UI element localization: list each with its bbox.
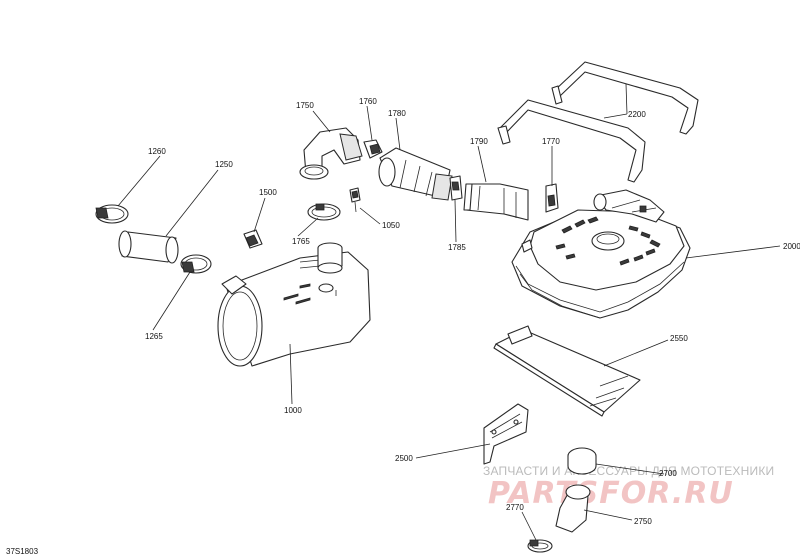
callout-2500: 2500 — [395, 454, 413, 463]
part-1750-elbow-hose — [299, 127, 363, 180]
callout-2770: 2770 — [506, 503, 524, 512]
part-2770-clamp — [527, 539, 553, 553]
callout-1500: 1500 — [259, 188, 277, 197]
part-1765-clamp — [307, 203, 341, 221]
callout-1000: 1000 — [284, 406, 302, 415]
part-1050-fitting — [349, 187, 361, 213]
callout-1750: 1750 — [296, 101, 314, 110]
diagram-code: 37S1803 — [6, 547, 39, 556]
part-2750-boot — [555, 484, 591, 533]
part-1760-clamp — [363, 139, 383, 159]
callout-2200: 2200 — [628, 110, 646, 119]
callout-1050: 1050 — [382, 221, 400, 230]
part-1785-clamp — [449, 175, 463, 201]
watermark-tagline: ЗАПЧАСТИ И АКСЕССУАРЫ ДЛЯ МОТОТЕХНИКИ — [483, 464, 774, 478]
part-2200-straps — [497, 61, 699, 183]
part-1000-muffler — [217, 242, 371, 367]
callout-2000: 2000 — [783, 242, 800, 251]
callout-1260: 1260 — [148, 147, 166, 156]
callout-1765: 1765 — [292, 237, 310, 246]
part-1250-coupler — [118, 230, 179, 264]
part-1265-clamp — [180, 254, 212, 274]
callout-2700: 2700 — [659, 469, 677, 478]
callout-1785: 1785 — [448, 243, 466, 252]
part-1260-clamp — [95, 204, 129, 224]
part-1780-hose — [378, 147, 453, 201]
callout-1760: 1760 — [359, 97, 377, 106]
watermark-logo: PARTSFOR.RU — [488, 476, 734, 511]
part-1500-sensor — [243, 229, 263, 249]
part-2700-ring — [567, 447, 597, 475]
callout-1265: 1265 — [145, 332, 163, 341]
callout-1250: 1250 — [215, 160, 233, 169]
part-2500-bracket — [483, 403, 529, 465]
callout-1770: 1770 — [542, 137, 560, 146]
callout-1780: 1780 — [388, 109, 406, 118]
callout-2750: 2750 — [634, 517, 652, 526]
part-1770-clamp — [545, 183, 559, 213]
part-2000-airbox — [511, 189, 691, 319]
part-1790-duct — [463, 183, 529, 221]
callout-2550: 2550 — [670, 334, 688, 343]
callout-1790: 1790 — [470, 137, 488, 146]
leader-lines — [117, 83, 781, 541]
callout-labels: 1750 1760 1780 1790 1770 2200 1260 1250 … — [6, 97, 800, 556]
part-2550-plate — [493, 325, 641, 417]
